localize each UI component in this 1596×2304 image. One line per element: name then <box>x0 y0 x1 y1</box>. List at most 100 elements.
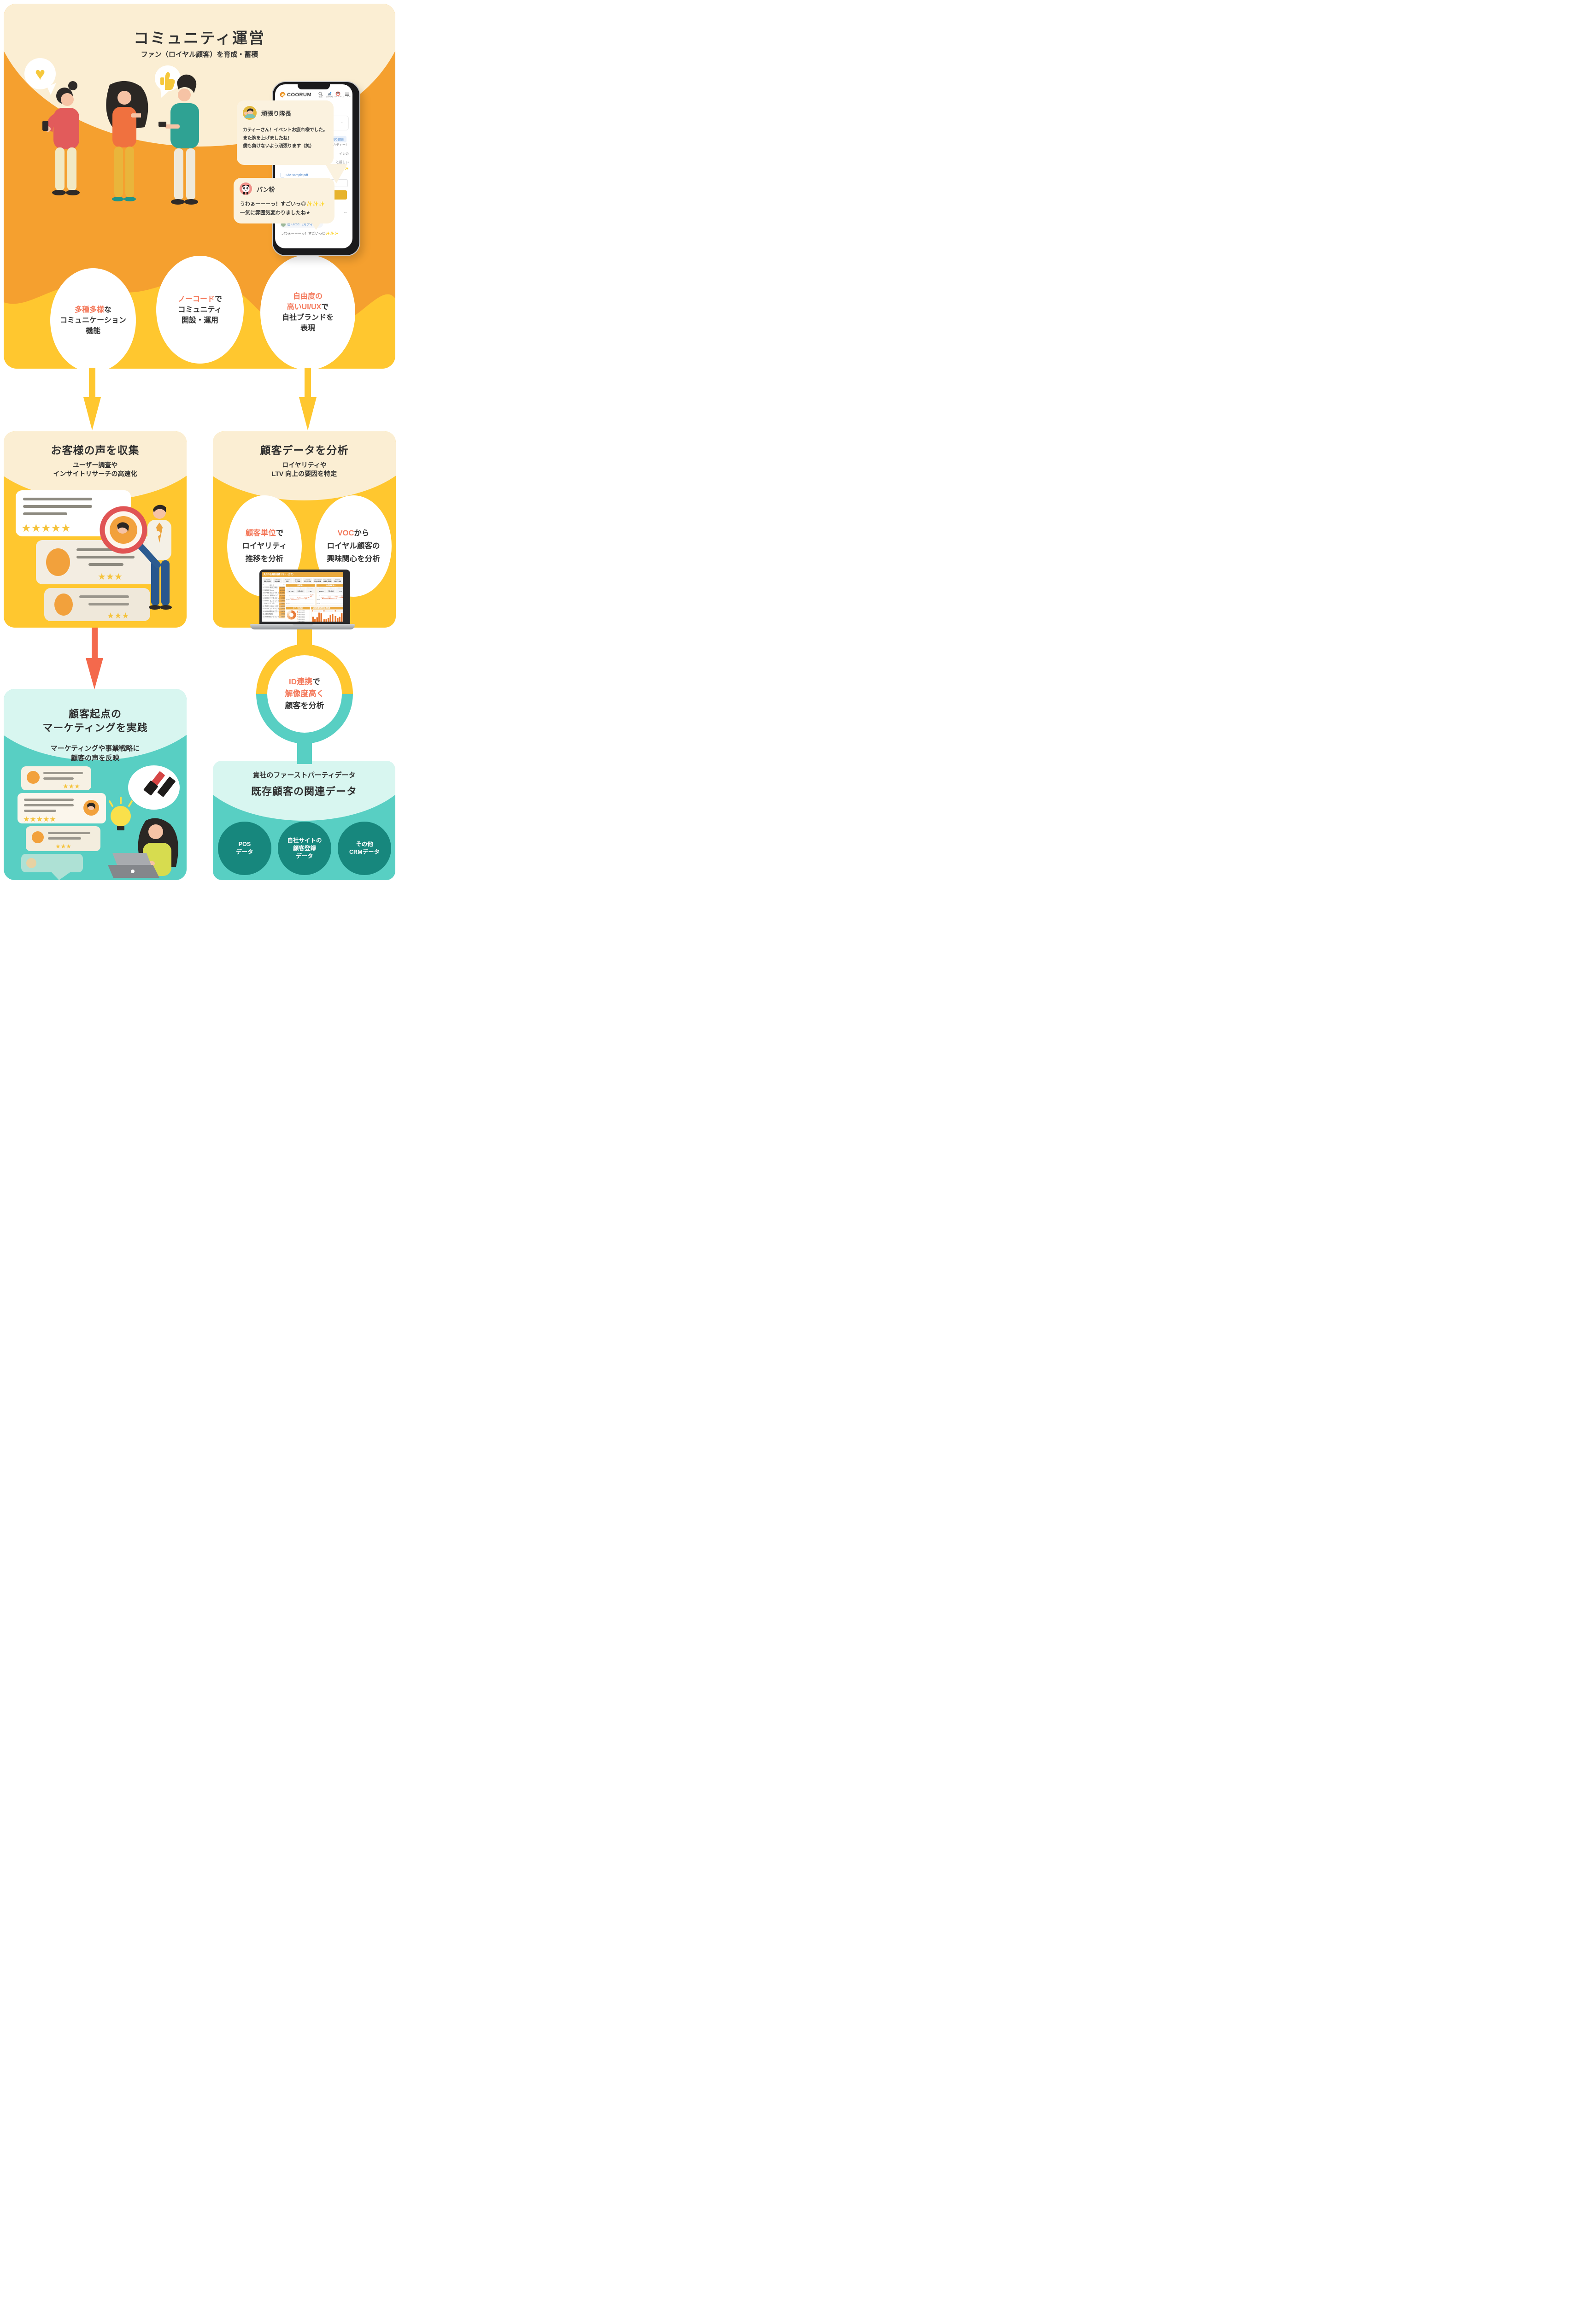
person-orange <box>106 81 148 201</box>
researcher-man <box>141 505 172 610</box>
mint-arch <box>213 761 395 821</box>
flow-arrow-right <box>299 368 317 430</box>
nav-menu[interactable]: メニュー <box>342 90 351 98</box>
lightbulb-icon <box>109 797 133 830</box>
post-metrics-panel: 投稿関連指標会員数推移 <box>311 606 343 622</box>
svg-text:0: 0 <box>319 595 320 597</box>
svg-text:56,240: 56,240 <box>310 594 314 596</box>
cream-arch <box>213 431 396 500</box>
svg-text:40,893: 40,893 <box>334 596 338 598</box>
collect-title: お客様の声を収集 <box>51 444 140 456</box>
bubble-message: カティーさん！イベントお疲れ様でした。 また腕を上げましたね！ 僕も負けないよう… <box>243 128 328 149</box>
star-rating: ★★★ <box>63 782 80 790</box>
feature-nocode: ノーコードで コミュニティ 開設・運用 <box>156 256 244 364</box>
woman-at-laptop <box>108 818 178 878</box>
phone-notch <box>298 84 330 89</box>
flow-arrow-practice <box>86 628 103 689</box>
text-fragment: と嬉しい <box>336 161 349 164</box>
collect-subtitle: ユーザー調査や インサイトリサーチの高速化 <box>53 461 137 477</box>
people-illustration: ♥ <box>24 58 199 205</box>
cream-arch <box>4 431 187 500</box>
search-icon <box>316 90 325 96</box>
bar-chart-group <box>312 610 322 622</box>
text-fragment: （カティー） <box>329 143 349 147</box>
more-button[interactable]: … <box>344 210 348 214</box>
svg-text:35,892: 35,892 <box>304 597 308 598</box>
svg-text:34,295: 34,295 <box>297 597 301 599</box>
feature-communication: 多種多様な コミュニケーション 機能 <box>50 268 136 369</box>
coorum-logo-icon <box>280 92 286 98</box>
firstparty-label: 貴社のファーストパーティデータ <box>252 771 356 779</box>
person-teal <box>158 74 199 205</box>
marketing-illustration: ★★★ ★★★★★ ★★★ <box>18 765 180 880</box>
file-attachment-link[interactable]: Site-sample.pdf <box>281 173 308 177</box>
chat-bubble-2: パン粉 うわぁーーーっ！すごいっ😍✨✨✨ 一気に雰囲気変わりましたね★ <box>234 178 334 223</box>
feature-uiux: 自由度の 高いUI/UXで 自社ブランドを 表現 <box>260 255 355 369</box>
hamburger-menu-icon <box>342 90 351 96</box>
practice-title: 顧客起点の マーケティングを実践 <box>42 708 148 734</box>
bubble-message: うわぁーーーっ！すごいっ😍✨✨✨ 一気に雰囲気変わりましたね★ <box>240 201 325 216</box>
nav-mypage[interactable]: マイページ <box>334 90 344 98</box>
svg-text:30,000: 30,000 <box>286 599 290 600</box>
star-rating: ★★★ <box>107 611 129 620</box>
community-section: コミュニティ運営 ファン（ロイヤル顧客）を育成・蓄積 ♥ <box>4 4 395 369</box>
more-button[interactable]: … <box>341 120 345 124</box>
svg-text:0: 0 <box>289 595 290 597</box>
star-rating: ★★★ <box>55 843 71 850</box>
device-donut-chart <box>287 610 296 620</box>
legend-item: sample 04 <box>297 616 305 617</box>
svg-text:37,910: 37,910 <box>321 597 324 598</box>
thumbs-up-bubble <box>155 65 181 98</box>
person-red <box>42 81 80 195</box>
nav-search[interactable]: 検索 <box>316 90 325 98</box>
document-icon <box>281 173 284 177</box>
legend-item: sample 07 <box>297 621 305 622</box>
star-rating: ★★★★★ <box>21 522 71 535</box>
lipstick-bubble <box>128 765 180 810</box>
table-row: 6. 88963ちょっとメガネ8,995 <box>263 600 285 603</box>
sort-header[interactable]: ▼ <box>283 584 285 586</box>
bubble-author: パン粉 <box>257 186 275 193</box>
legend-item: sample 01 <box>297 611 305 612</box>
heart-icon: ♥ <box>35 65 46 84</box>
pos-data-circle: POS データ <box>218 822 271 875</box>
dashboard-header: 先月の会員別指標サマリ（月次） <box>262 572 343 577</box>
chat-bubble-1: 頑張り隊長 カティーさん！イベントお疲れ様でした。 また腕を上げましたね！ 僕も… <box>237 100 334 165</box>
legend-item: sample 03 <box>297 614 305 616</box>
table-row: 5. 11025ビジネスマン君9,983 <box>263 597 285 600</box>
analyze-subtitle: ロイヤリティや LTV 向上の要因を特定 <box>271 461 337 477</box>
bar-chart-group <box>323 610 334 622</box>
bubble-tail <box>311 223 321 230</box>
member-avatar <box>243 106 257 120</box>
bar-chart-group <box>334 610 343 622</box>
svg-text:38,580: 38,580 <box>328 597 331 598</box>
crm-data-circle: その他 CRMデータ <box>338 822 391 875</box>
svg-text:60,000: 60,000 <box>286 603 290 605</box>
coorum-logo: COORUM <box>280 92 311 98</box>
id-link-circle: ID連携で 解像度高く 顧客を分析 <box>256 644 353 744</box>
site-registration-data-circle: 自社サイトの 顧客登録 データ <box>278 822 331 875</box>
page-title: コミュニティ運営 <box>133 29 266 47</box>
nav-notifications[interactable]: お知らせ <box>325 90 334 98</box>
